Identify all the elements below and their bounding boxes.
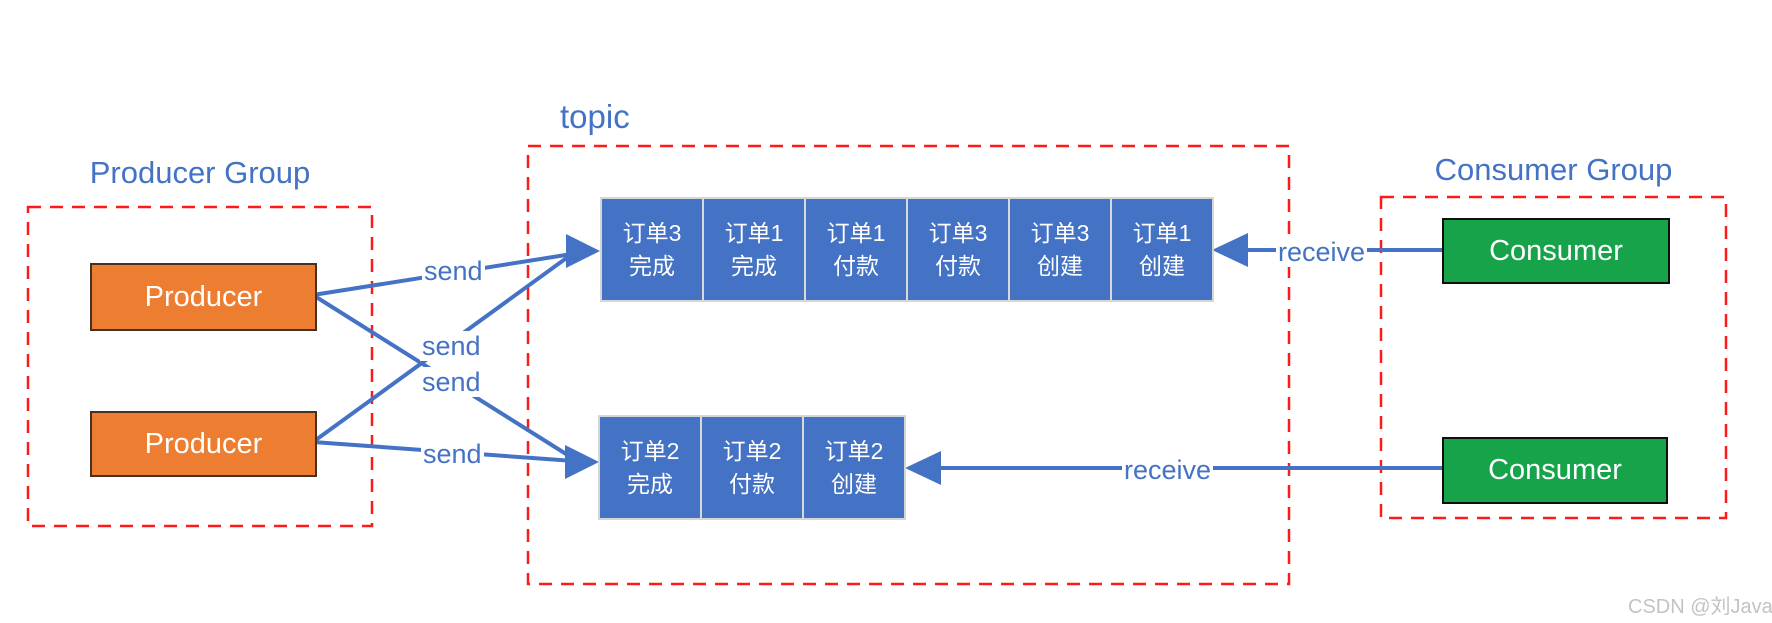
queue-cell: 订单3 创建 [1010,199,1112,300]
producer-node-2: Producer [90,411,317,477]
queue-cell: 订单2 创建 [804,417,904,518]
producer-node-1: Producer [90,263,317,331]
producer-group-label: Producer Group [89,155,311,190]
cell-text: 订单1 [1132,219,1192,246]
queue-cell: 订单2 完成 [600,417,702,518]
cell-text: 订单2 [722,437,782,464]
cell-text: 创建 [831,470,877,497]
queue-cell: 订单2 付款 [702,417,804,518]
cell-text: 付款 [935,252,981,279]
cell-text: 订单2 [620,437,680,464]
message-queue-1: 订单3 完成 订单1 完成 订单1 付款 订单3 付款 订单3 创建 订单1 创… [600,197,1214,302]
cell-text: 订单3 [928,219,988,246]
send-label-4: send [421,439,484,469]
consumer-node-2: Consumer [1442,437,1668,504]
queue-cell: 订单1 创建 [1112,199,1212,300]
receive-label-1: receive [1276,237,1368,267]
producer-group-box [26,205,374,528]
watermark: CSDN @刘Java [1628,596,1772,618]
cell-text: 完成 [629,252,675,279]
cell-text: 创建 [1037,252,1083,279]
cell-text: 订单3 [1030,219,1090,246]
arrowhead-receive2 [905,451,941,485]
cell-text: 完成 [627,470,673,497]
cell-text: 完成 [731,252,777,279]
arrowhead-receive1 [1212,233,1248,267]
receive-label-2: receive [1122,455,1214,485]
queue-cell: 订单3 付款 [908,199,1010,300]
consumer-node-1: Consumer [1442,218,1670,284]
consumer-group-label: Consumer Group [1434,152,1673,187]
queue-cell: 订单3 完成 [602,199,704,300]
queue-cell: 订单1 付款 [806,199,908,300]
send-label-1: send [422,256,485,286]
cell-text: 订单1 [826,219,886,246]
send-label-2: send [420,331,483,361]
arrowhead-queue1 [566,234,600,268]
message-queue-2: 订单2 完成 订单2 付款 订单2 创建 [598,415,906,520]
topic-box [526,144,1291,586]
send-label-3: send [420,367,483,397]
cell-text: 订单2 [824,437,884,464]
queue-cell: 订单1 完成 [704,199,806,300]
cell-text: 付款 [833,252,879,279]
cell-text: 创建 [1139,252,1185,279]
arrowhead-queue2 [565,445,599,479]
cell-text: 付款 [729,470,775,497]
topic-label: topic [560,98,630,135]
cell-text: 订单3 [622,219,682,246]
cell-text: 订单1 [724,219,784,246]
consumer-group-box [1379,195,1728,520]
